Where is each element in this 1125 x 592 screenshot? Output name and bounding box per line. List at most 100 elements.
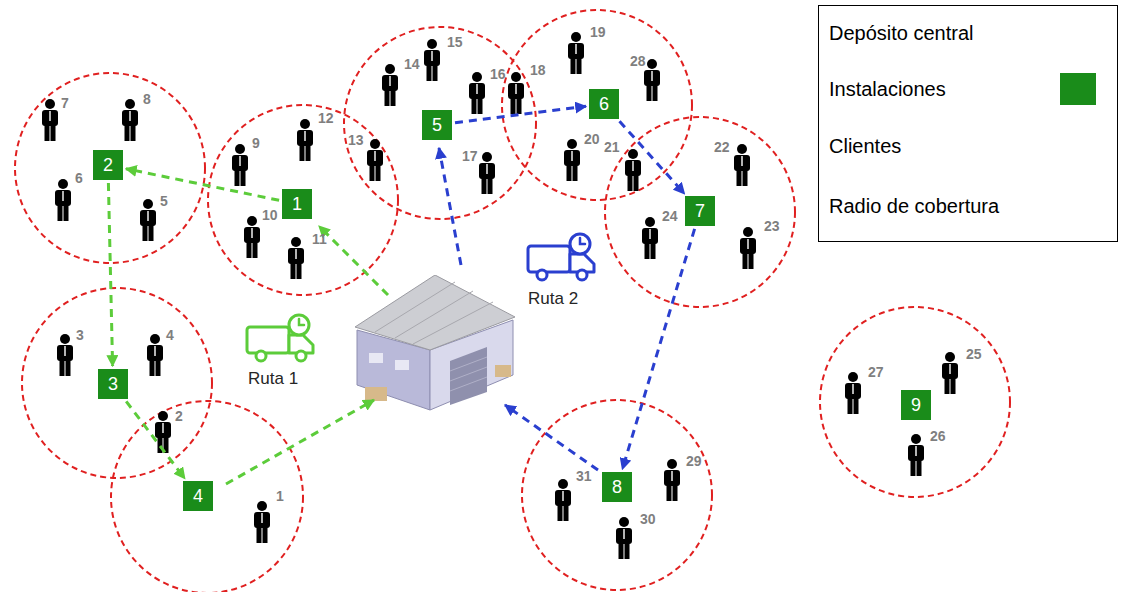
client-number: 11 xyxy=(312,231,327,247)
client-icon xyxy=(625,149,641,191)
coverage-circle xyxy=(502,10,692,200)
client-icon xyxy=(642,217,658,259)
route-label: Ruta 2 xyxy=(528,289,578,309)
facility-number: 7 xyxy=(695,201,705,221)
client-number: 19 xyxy=(590,24,606,40)
facility-number: 4 xyxy=(193,486,203,506)
facility-box: 8 xyxy=(602,472,632,502)
route-connector xyxy=(455,106,586,122)
facility-number: 1 xyxy=(292,194,302,214)
client-icon xyxy=(564,139,580,181)
client-icon xyxy=(244,216,260,258)
client-icon xyxy=(845,372,861,414)
facility-box: 5 xyxy=(422,110,452,140)
legend-box: Depósito centralInstalacionesClientesRad… xyxy=(818,5,1118,242)
coverage-circle xyxy=(111,401,303,592)
client-icon xyxy=(140,199,156,241)
client-number: 12 xyxy=(318,110,334,126)
client-icon xyxy=(382,64,398,106)
facility-number: 9 xyxy=(911,395,921,415)
legend-text: Radio de cobertura xyxy=(829,194,999,218)
facility-box: 2 xyxy=(93,150,123,180)
client-number: 27 xyxy=(868,364,884,380)
client-number: 13 xyxy=(348,132,364,148)
client-number: 25 xyxy=(966,346,982,362)
route-connector xyxy=(620,121,685,194)
client-number: 30 xyxy=(640,511,656,527)
client-icon xyxy=(555,479,571,521)
client-number: 9 xyxy=(252,135,260,151)
client-number: 10 xyxy=(262,207,278,223)
client-icon xyxy=(42,99,58,141)
client-icon xyxy=(908,434,924,476)
client-icon xyxy=(57,334,73,376)
legend-text: Depósito central xyxy=(829,21,974,45)
facility-box: 7 xyxy=(685,196,715,226)
client-number: 6 xyxy=(75,170,83,186)
client-number: 7 xyxy=(61,95,69,111)
coverage-circle xyxy=(208,105,398,295)
route-line xyxy=(505,405,598,470)
coverage-circle xyxy=(820,307,1010,497)
client-icon xyxy=(644,59,660,101)
client-number: 26 xyxy=(930,428,946,444)
coverage-circle xyxy=(22,288,212,478)
client-number: 2 xyxy=(175,408,183,424)
client-number: 20 xyxy=(584,131,600,147)
client-number: 21 xyxy=(604,139,620,155)
client-icon xyxy=(232,144,248,186)
client-number: 15 xyxy=(447,34,463,50)
coverage-circle xyxy=(15,73,205,263)
coverage-circles xyxy=(15,10,1010,592)
client-number: 3 xyxy=(76,327,84,343)
legend-text: Instalaciones xyxy=(829,77,946,101)
client-icon xyxy=(616,517,632,559)
client-number: 23 xyxy=(764,218,780,234)
facility-box: 6 xyxy=(589,89,619,119)
client-number: 4 xyxy=(166,327,174,343)
client-icon xyxy=(288,237,304,279)
client-number: 28 xyxy=(630,53,646,69)
client-icon xyxy=(122,99,138,141)
facility-number: 5 xyxy=(432,115,442,135)
route-connector xyxy=(622,229,694,469)
client-icon xyxy=(254,501,270,543)
client-number: 18 xyxy=(530,62,546,78)
client-icon xyxy=(297,119,313,161)
client-number: 31 xyxy=(576,468,592,484)
coverage-circle xyxy=(344,27,536,219)
truck-icon xyxy=(247,315,313,361)
client-number: 24 xyxy=(662,208,678,224)
facility-box: 3 xyxy=(98,369,128,399)
client-icon xyxy=(479,152,495,194)
client-icon xyxy=(664,459,680,501)
legend-text: Clientes xyxy=(829,134,901,158)
coverage-circle xyxy=(605,117,795,307)
facility-box: 4 xyxy=(183,481,213,511)
facility-box: 1 xyxy=(282,189,312,219)
central-depot xyxy=(355,275,515,410)
client-number: 22 xyxy=(714,139,730,155)
client-number: 29 xyxy=(686,453,702,469)
depot-routes xyxy=(226,148,598,484)
client-icon xyxy=(469,72,485,114)
coverage-circle xyxy=(522,400,712,590)
client-number: 8 xyxy=(143,91,151,107)
facility-box: 9 xyxy=(901,390,931,420)
client-icon xyxy=(740,227,756,269)
client-number: 17 xyxy=(462,148,478,164)
route-line xyxy=(226,400,374,484)
truck-icon xyxy=(528,234,594,280)
client-icon xyxy=(508,72,524,114)
facility-number: 6 xyxy=(599,94,609,114)
facility-number: 2 xyxy=(103,155,113,175)
client-icon xyxy=(155,411,171,453)
client-icon xyxy=(942,352,958,394)
route-connector xyxy=(126,169,279,201)
client-icon xyxy=(734,144,750,186)
client-number: 5 xyxy=(160,193,168,209)
route-label: Ruta 1 xyxy=(248,369,298,389)
client-number: 1 xyxy=(276,488,284,504)
client-icon xyxy=(367,139,383,181)
